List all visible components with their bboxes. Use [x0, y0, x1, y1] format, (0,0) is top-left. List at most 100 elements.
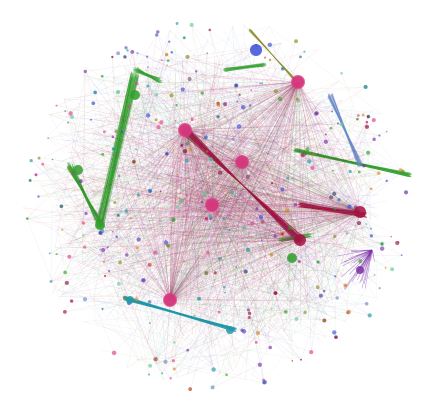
- edge: [127, 161, 243, 179]
- edge-bundle-line: [331, 93, 359, 168]
- edge-bundle-line: [70, 167, 104, 226]
- edge: [146, 129, 186, 198]
- edge: [48, 137, 169, 246]
- edge: [234, 81, 299, 191]
- graph-node: [365, 223, 368, 226]
- edge-bundle-line: [296, 150, 411, 177]
- edge: [103, 120, 176, 262]
- edge: [193, 160, 361, 213]
- edge: [335, 211, 361, 280]
- graph-node: [111, 350, 117, 356]
- edge: [169, 231, 203, 301]
- edge-bundle-line: [225, 64, 267, 72]
- edge: [169, 236, 177, 301]
- edge: [191, 81, 299, 94]
- edge: [248, 150, 361, 213]
- edge: [223, 115, 359, 219]
- edge: [169, 110, 295, 301]
- edge: [128, 106, 216, 201]
- edge-bundle-line: [133, 68, 159, 79]
- edge: [211, 203, 348, 206]
- edge: [169, 165, 240, 301]
- edge: [117, 233, 171, 301]
- edge: [105, 134, 361, 213]
- edge-bundle-line: [99, 74, 139, 229]
- edge-bundle-line: [328, 94, 361, 165]
- edge: [211, 204, 299, 311]
- edge: [27, 66, 148, 219]
- edge-bundle-line: [224, 64, 265, 71]
- edge: [174, 239, 301, 273]
- edge: [232, 26, 286, 181]
- edge: [171, 276, 336, 358]
- edge: [184, 129, 375, 249]
- edge: [156, 360, 240, 376]
- graph-node: [369, 187, 373, 191]
- edge: [211, 204, 223, 329]
- edge: [344, 122, 368, 322]
- edge: [99, 159, 301, 241]
- edge: [82, 149, 243, 163]
- edge: [50, 217, 262, 282]
- edge: [100, 232, 144, 281]
- edge: [167, 129, 186, 259]
- edge: [93, 132, 337, 190]
- edge: [184, 129, 364, 153]
- edge: [145, 218, 171, 301]
- graph-node: [284, 208, 290, 213]
- edge-bundle-line: [123, 297, 236, 329]
- edge-bundle-line: [182, 130, 301, 239]
- edge: [119, 81, 382, 137]
- edge: [203, 193, 335, 327]
- edge: [297, 81, 332, 166]
- graph-node: [67, 254, 72, 259]
- edge: [169, 259, 220, 301]
- edge: [184, 129, 271, 347]
- edge: [169, 277, 308, 301]
- edge: [160, 161, 243, 209]
- edge-bundle-line: [68, 165, 102, 225]
- edge: [171, 161, 243, 303]
- edge: [182, 51, 242, 90]
- graph-node: [101, 248, 106, 253]
- edge: [50, 178, 293, 282]
- graph-node: [132, 160, 136, 164]
- edge-bundle-line: [134, 67, 158, 80]
- edge: [30, 180, 131, 250]
- edge-bundle-line: [100, 75, 140, 229]
- graph-node: [59, 204, 64, 208]
- edge: [184, 129, 193, 335]
- edge: [184, 129, 314, 271]
- edge: [59, 296, 321, 299]
- edge-bundle-line: [124, 299, 237, 330]
- graph-node: [303, 310, 307, 314]
- edge: [184, 129, 232, 190]
- edge: [162, 97, 286, 249]
- edge: [177, 211, 361, 327]
- edge: [249, 229, 365, 318]
- edge: [202, 239, 301, 245]
- graph-node: [111, 55, 114, 59]
- edge: [123, 126, 327, 338]
- edge: [347, 126, 368, 176]
- edge: [211, 142, 221, 206]
- edge: [92, 132, 96, 323]
- edge: [297, 81, 329, 163]
- edge-bundle-line: [184, 132, 303, 240]
- edge: [208, 205, 370, 257]
- edge: [202, 153, 361, 213]
- edge: [57, 290, 272, 343]
- edge-bundle-line: [133, 69, 161, 80]
- edge: [122, 191, 161, 299]
- edge-bundle-line: [102, 77, 133, 222]
- edge: [184, 129, 240, 208]
- edge: [296, 206, 350, 319]
- edge: [194, 93, 200, 299]
- edge: [121, 183, 347, 197]
- edge: [152, 90, 198, 241]
- edge-bundle-line: [100, 75, 137, 226]
- edge: [118, 127, 124, 176]
- hub-node: [287, 253, 297, 263]
- edge: [193, 145, 243, 163]
- graph-node: [25, 217, 29, 221]
